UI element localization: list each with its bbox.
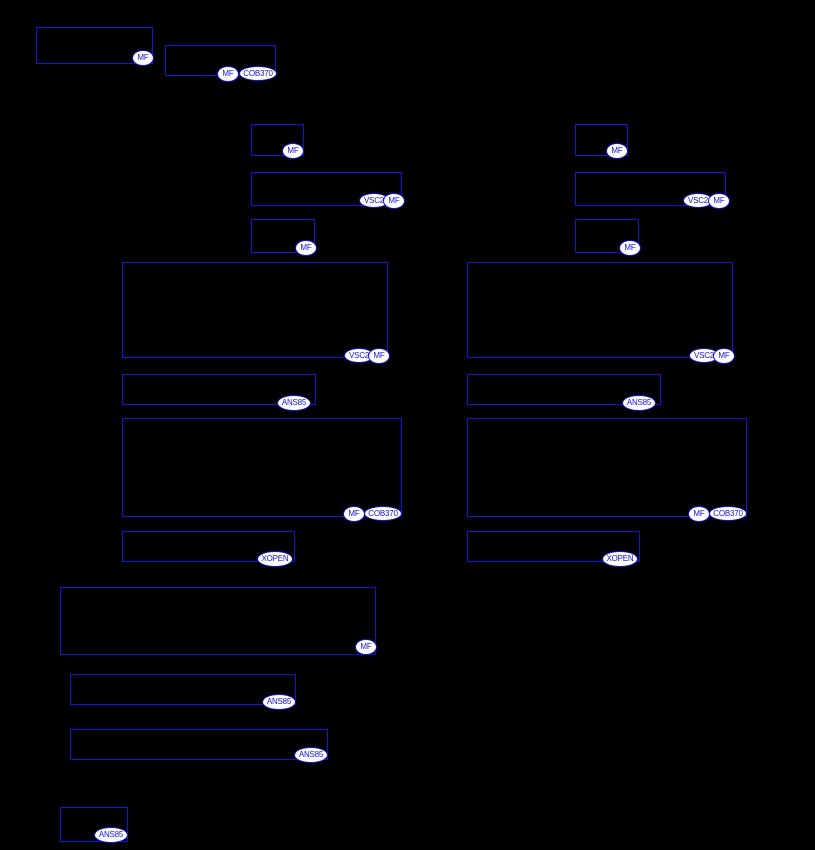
code-block[interactable] bbox=[122, 374, 316, 405]
dialect-tag-badge[interactable]: MF bbox=[713, 348, 735, 364]
dialect-tag-badge[interactable]: MF bbox=[295, 240, 317, 256]
code-block[interactable] bbox=[122, 531, 295, 562]
code-block[interactable] bbox=[467, 374, 661, 405]
dialect-tag-badge[interactable]: MF bbox=[606, 143, 628, 159]
code-block[interactable] bbox=[467, 262, 733, 358]
code-block[interactable] bbox=[122, 262, 388, 358]
dialect-tag-badge[interactable]: MF bbox=[619, 240, 641, 256]
dialect-tag-badge[interactable]: ANS85 bbox=[262, 694, 296, 710]
dialect-tag-badge[interactable]: ANS85 bbox=[622, 395, 656, 411]
dialect-tag-badge[interactable]: ANS85 bbox=[94, 827, 128, 843]
dialect-tag-badge[interactable]: MF bbox=[282, 143, 304, 159]
dialect-tag-badge[interactable]: MF bbox=[708, 193, 730, 209]
dialect-tag-badge[interactable]: VSC2 bbox=[359, 193, 389, 208]
code-block[interactable] bbox=[467, 418, 747, 517]
code-block[interactable] bbox=[251, 172, 402, 206]
code-block[interactable] bbox=[251, 124, 304, 156]
dialect-tag-badge[interactable]: MF bbox=[217, 66, 239, 82]
dialect-tag-badge[interactable]: VSC2 bbox=[344, 348, 374, 363]
code-block[interactable] bbox=[36, 27, 153, 64]
dialect-tag-badge[interactable]: COB370 bbox=[364, 506, 402, 521]
code-block[interactable] bbox=[70, 729, 328, 760]
dialect-tag-badge[interactable]: ANS85 bbox=[294, 747, 328, 763]
dialect-tag-badge[interactable]: COB370 bbox=[239, 66, 277, 81]
code-block[interactable] bbox=[575, 124, 628, 156]
code-block[interactable] bbox=[70, 674, 296, 705]
code-block[interactable] bbox=[122, 418, 402, 517]
dialect-tag-badge[interactable]: MF bbox=[688, 506, 710, 522]
dialect-tag-badge[interactable]: VSC2 bbox=[683, 193, 713, 208]
dialect-tag-badge[interactable]: XOPEN bbox=[602, 551, 638, 567]
dialect-tag-badge[interactable]: MF bbox=[343, 506, 365, 522]
code-block[interactable] bbox=[251, 219, 315, 253]
dialect-tag-badge[interactable]: MF bbox=[355, 639, 377, 655]
dialect-tag-badge[interactable]: MF bbox=[368, 348, 390, 364]
dialect-tag-badge[interactable]: MF bbox=[132, 50, 154, 66]
code-block[interactable] bbox=[575, 172, 726, 206]
dialect-tag-badge[interactable]: ANS85 bbox=[277, 395, 311, 411]
code-block[interactable] bbox=[60, 807, 128, 842]
dialect-tag-badge[interactable]: COB370 bbox=[709, 506, 747, 521]
code-block[interactable] bbox=[575, 219, 639, 253]
code-block[interactable] bbox=[60, 587, 376, 655]
code-block[interactable] bbox=[467, 531, 640, 562]
dialect-tag-badge[interactable]: XOPEN bbox=[257, 551, 293, 567]
dialect-tag-badge[interactable]: MF bbox=[383, 193, 405, 209]
